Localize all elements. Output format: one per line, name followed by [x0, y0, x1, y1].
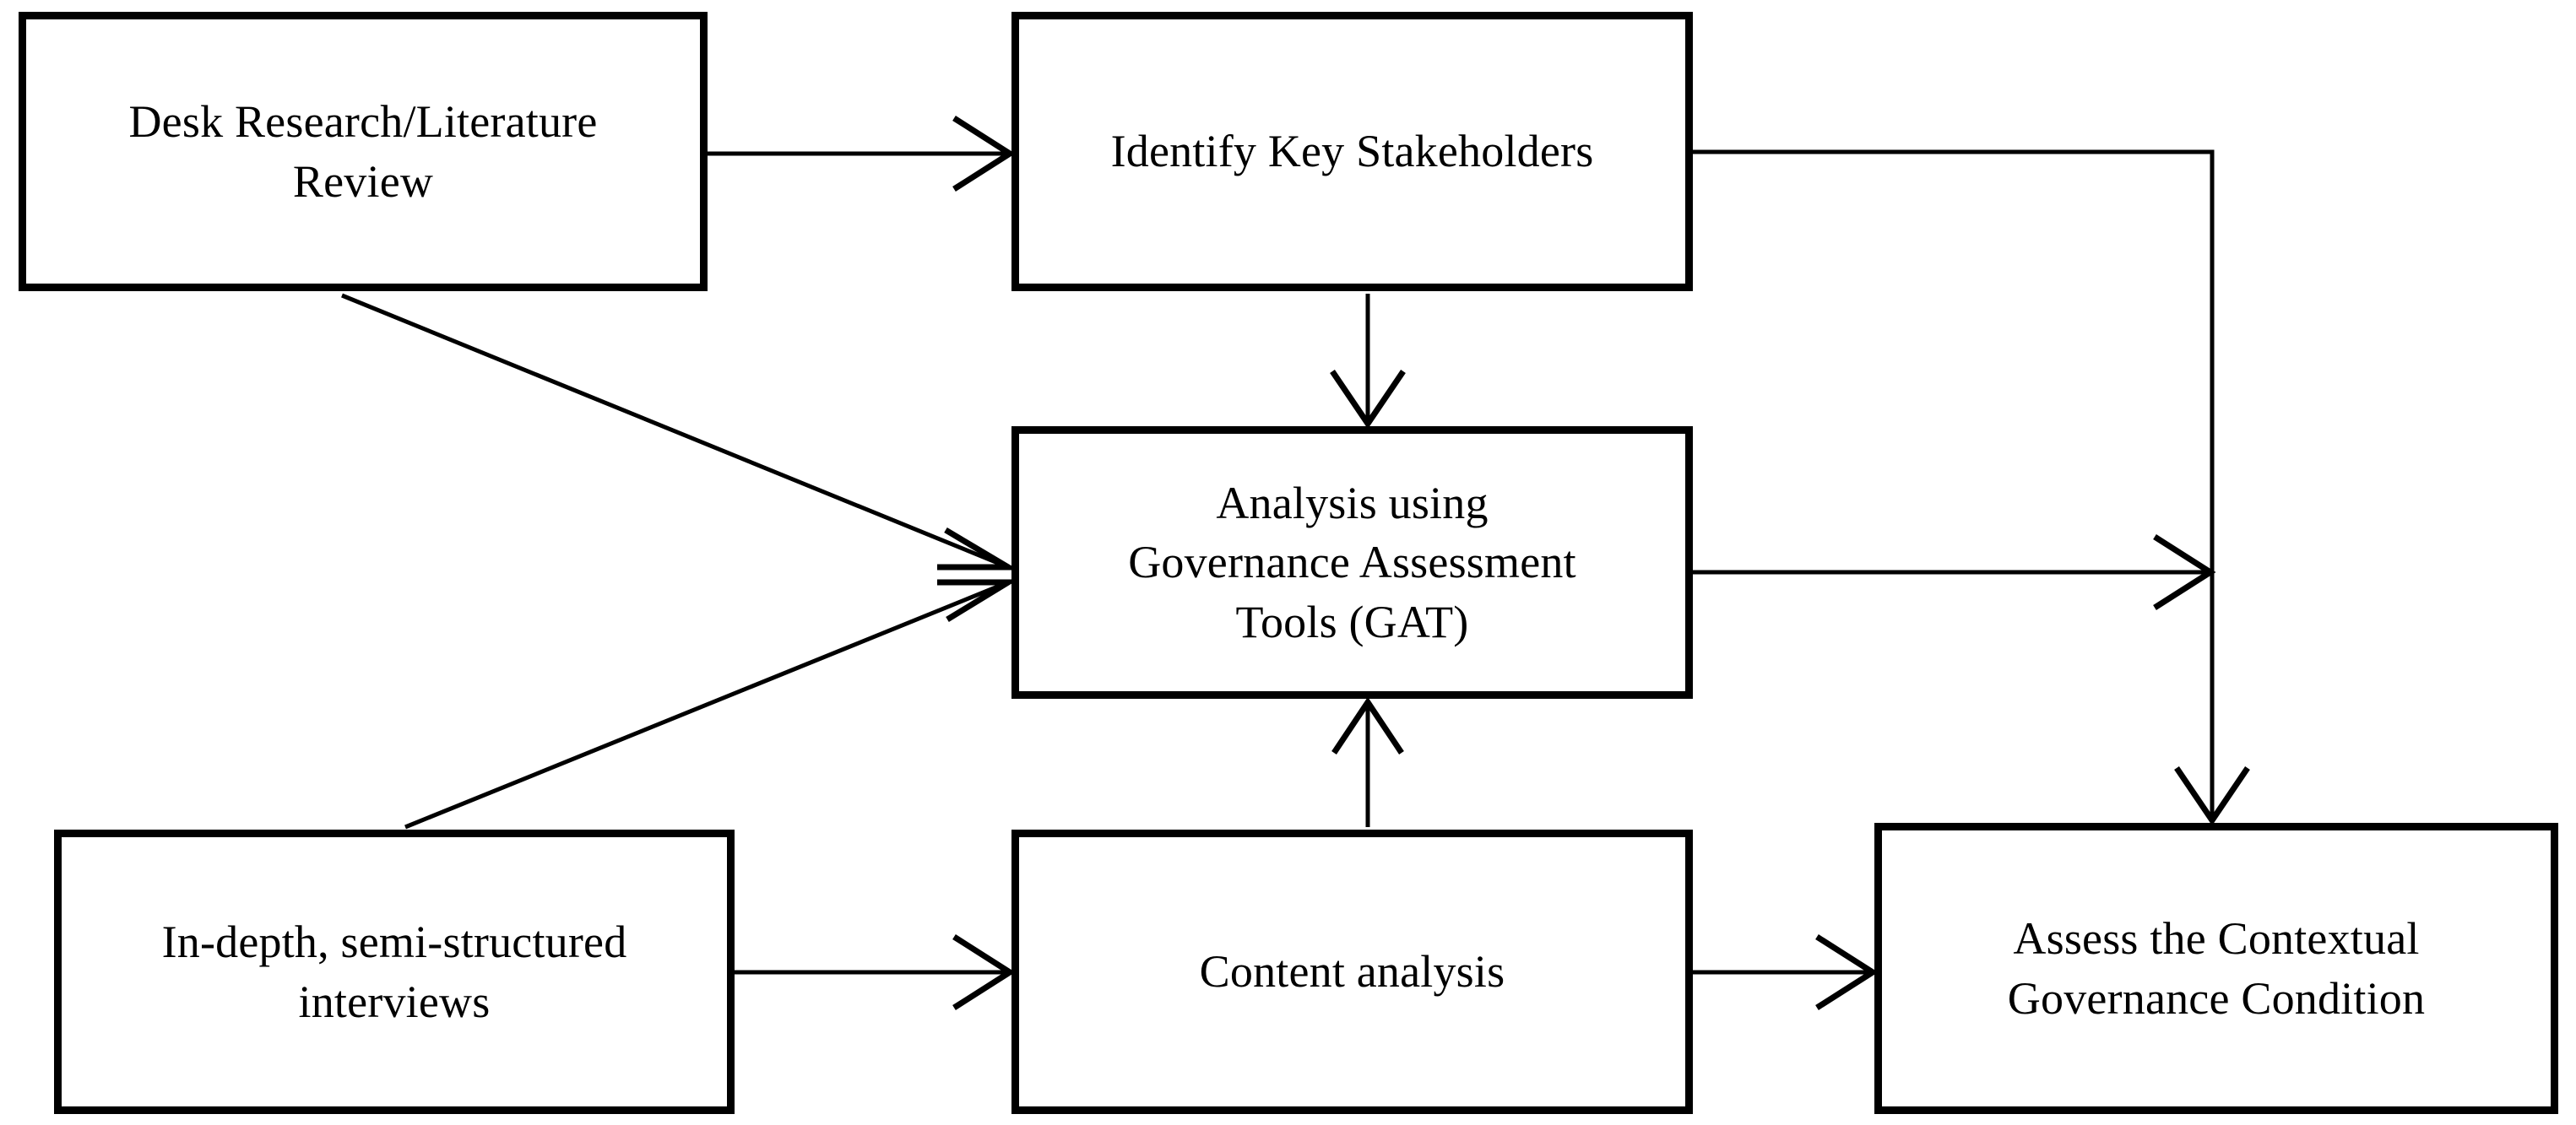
node-analysis-gat-label: Analysis using Governance Assessment Too…: [1128, 478, 1576, 647]
node-assess-governance[interactable]: Assess the Contextual Governance Conditi…: [1874, 823, 2558, 1114]
node-identify-stakeholders-label: Identify Key Stakeholders: [1110, 126, 1594, 177]
edge-stakeholders-to-gat: [1330, 294, 1406, 430]
node-content-analysis[interactable]: Content analysis: [1011, 830, 1693, 1114]
node-analysis-gat[interactable]: Analysis using Governance Assessment Too…: [1011, 426, 1693, 699]
edge-interviews-to-content: [735, 934, 1016, 1010]
edge-desk-to-stakeholders: [708, 116, 1016, 192]
node-identify-stakeholders[interactable]: Identify Key Stakeholders: [1011, 12, 1693, 291]
edge-content-to-assess: [1693, 934, 1879, 1010]
node-interviews[interactable]: In-depth, semi-structured interviews: [54, 830, 735, 1114]
node-desk-research-label: Desk Research/Literature Review: [128, 96, 598, 207]
node-desk-research[interactable]: Desk Research/Literature Review: [19, 12, 708, 291]
edge-stakeholders-to-assess: [1693, 149, 2250, 826]
edge-interviews-to-gat: [404, 579, 1019, 830]
node-interviews-label: In-depth, semi-structured interviews: [161, 917, 627, 1027]
node-assess-governance-label: Assess the Contextual Governance Conditi…: [2007, 913, 2426, 1024]
edge-desk-to-gat: [341, 293, 1019, 571]
edge-gat-to-assess-trunk: [1693, 534, 2216, 610]
node-content-analysis-label: Content analysis: [1199, 946, 1505, 998]
edge-content-to-gat: [1331, 696, 1404, 827]
